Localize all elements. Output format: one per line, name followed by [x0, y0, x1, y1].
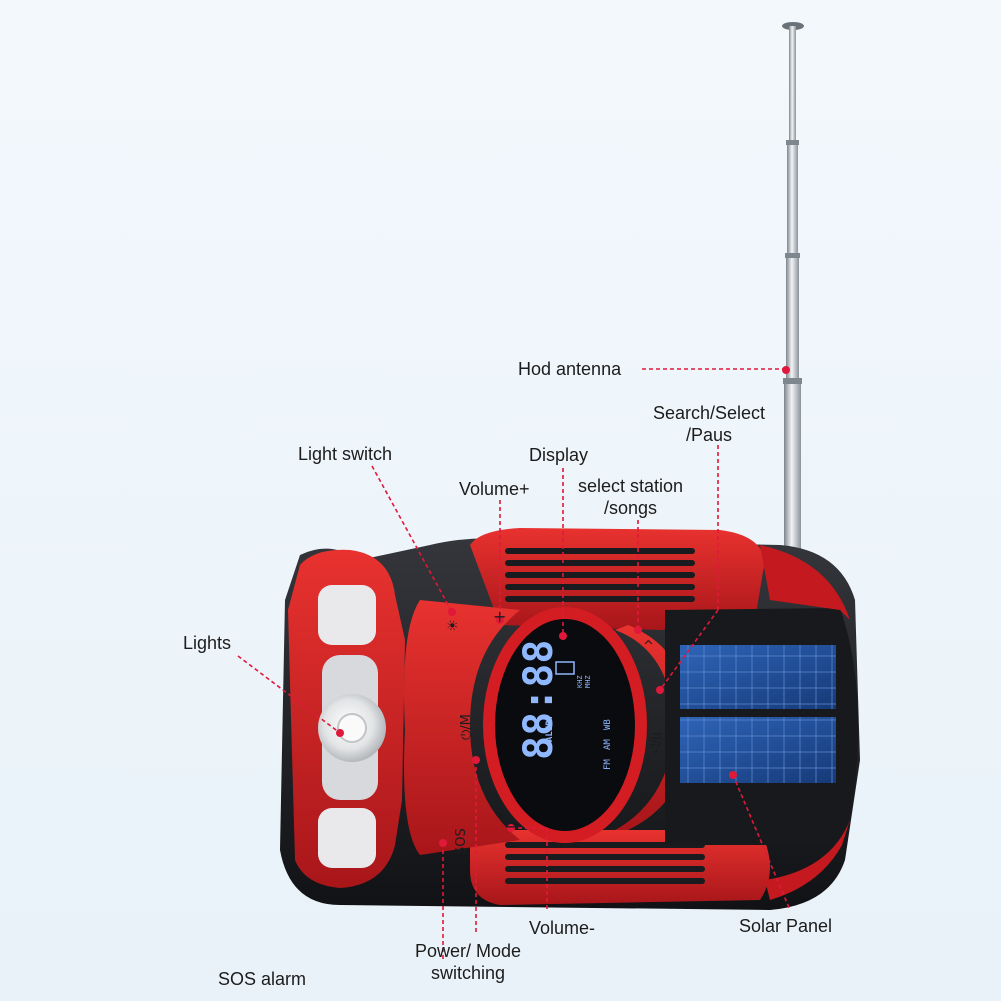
play-pause-icon: II/▷	[648, 732, 663, 754]
lcd-alert: ALERT	[545, 714, 555, 742]
label-power-line2: switching	[431, 963, 506, 983]
lcd-digits: 88:88	[516, 640, 562, 760]
mode-button-glyph: ⏻/M	[459, 714, 474, 740]
volume-minus-icon: −	[505, 817, 518, 836]
label-volume-plus: Volume+	[459, 479, 530, 499]
volume-plus-icon: +	[493, 607, 506, 626]
radio-body	[280, 528, 860, 910]
label-solar-panel: Solar Panel	[739, 916, 833, 936]
sos-button-glyph: SOS	[454, 828, 469, 855]
label-power-line1: Power/ Mode	[415, 941, 522, 961]
battery-icon	[555, 661, 575, 675]
label-select-station-line1: select station	[578, 476, 684, 496]
light-switch-icon: ☀	[444, 617, 463, 634]
lcd-fm: FM	[603, 759, 613, 770]
label-search-select: Search/Select /Paus	[653, 402, 765, 446]
label-select-station: select station /songs	[578, 475, 683, 519]
lcd-screen: 88:88 ALERT KHZ MHZ FM AM WB	[516, 640, 613, 770]
label-search-line2: /Paus	[686, 425, 733, 445]
lcd-am: AM	[603, 739, 613, 750]
label-sos-alarm: SOS alarm	[218, 969, 307, 989]
lcd-mhz: MHZ	[584, 675, 592, 688]
callout-lines	[237, 368, 791, 960]
label-volume-minus: Volume-	[529, 918, 596, 938]
button-glyphs: ☀ + − ⏻/M SOS II/▷ ^ v	[444, 607, 663, 855]
label-select-station-line2: /songs	[604, 498, 658, 518]
lcd-khz: KHZ	[576, 675, 584, 688]
label-lights: Lights	[183, 633, 232, 653]
label-light-switch: Light switch	[298, 444, 393, 464]
label-display: Display	[529, 445, 589, 465]
up-arrow-icon: ^	[643, 639, 654, 654]
antenna	[782, 22, 804, 560]
label-search-line1: Search/Select	[653, 403, 766, 423]
label-antenna: Hod antenna	[518, 359, 622, 379]
lcd-wb: WB	[603, 719, 613, 730]
label-power-mode: Power/ Mode switching	[415, 940, 521, 984]
callout-dots	[336, 366, 790, 847]
down-arrow-icon: v	[640, 789, 648, 804]
